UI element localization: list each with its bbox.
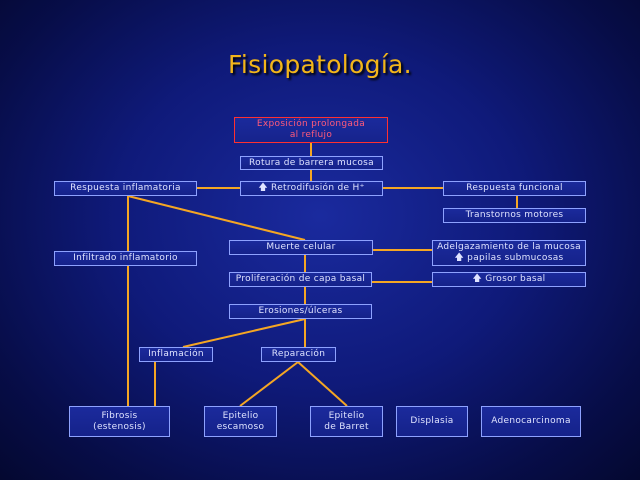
node-erosiones: Erosiones/úlceras: [229, 304, 372, 319]
node-respuesta-funcional: Respuesta funcional: [443, 181, 586, 196]
node-inflamacion: Inflamación: [139, 347, 213, 362]
node-exposicion: Exposición prolongada al reflujo: [234, 117, 388, 143]
node-proliferacion: Proliferación de capa basal: [229, 272, 372, 287]
node-adenocarcinoma: Adenocarcinoma: [481, 406, 581, 437]
slide-title: Fisiopatología.: [228, 50, 412, 79]
node-epitelio-escamoso: Epitelio escamoso: [204, 406, 277, 437]
connector: [182, 318, 306, 348]
node-adelgazamiento: Adelgazamiento de la mucosa 🡅 papilas su…: [432, 240, 586, 266]
node-reparacion: Reparación: [261, 347, 336, 362]
node-infiltrado: Infiltrado inflamatorio: [54, 251, 197, 266]
node-muerte-celular: Muerte celular: [229, 240, 373, 255]
node-transtornos-motores: Transtornos motores: [443, 208, 586, 223]
connector: [239, 361, 299, 407]
connector: [127, 195, 306, 241]
node-epitelio-barret: Epitelio de Barret: [310, 406, 383, 437]
node-grosor-basal: 🡅 Grosor basal: [432, 272, 586, 287]
connector: [297, 361, 348, 407]
node-rotura-barrera: Rotura de barrera mucosa: [240, 156, 383, 170]
node-respuesta-inflamatoria: Respuesta inflamatoria: [54, 181, 197, 196]
node-displasia: Displasia: [396, 406, 468, 437]
node-fibrosis: Fibrosis (estenosis): [69, 406, 170, 437]
node-retrodifusion: 🡅 Retrodifusión de H⁺: [240, 181, 383, 196]
